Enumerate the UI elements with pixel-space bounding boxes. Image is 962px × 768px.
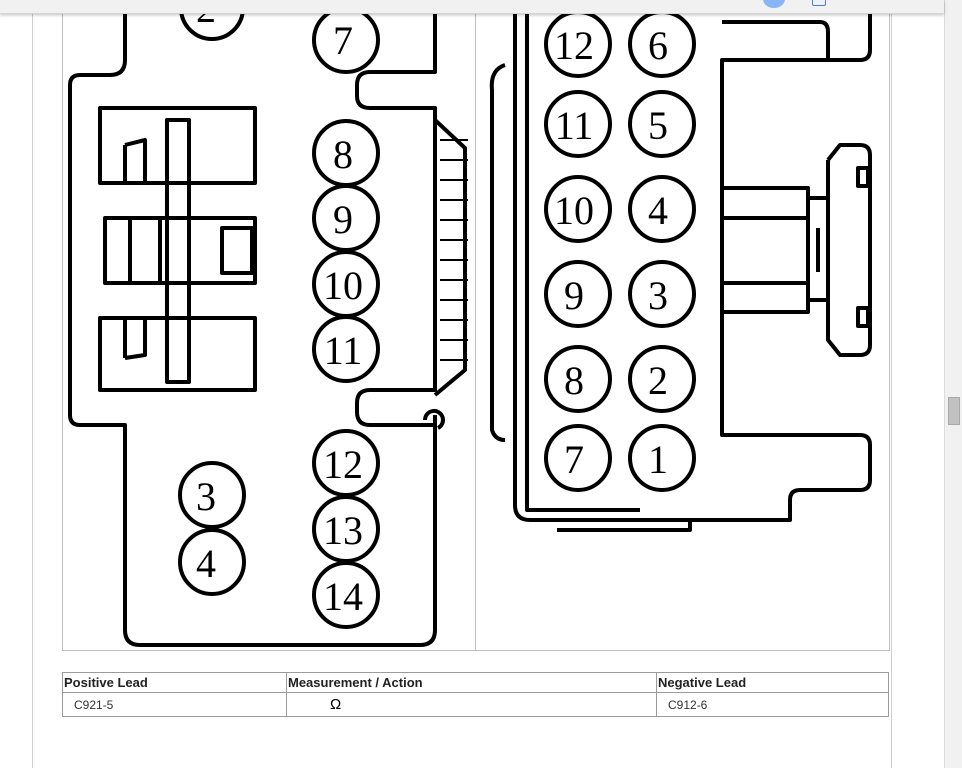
right-pin-5 <box>628 90 696 158</box>
right-pin-9-label: 9 <box>564 273 584 318</box>
right-pin-12-label: 12 <box>554 23 594 68</box>
vertical-scrollbar[interactable] <box>944 0 962 768</box>
cell-positive-lead: C921-5 <box>62 692 287 717</box>
header-positive-lead: Positive Lead <box>62 672 287 693</box>
right-pin-4-label: 4 <box>648 188 668 233</box>
extension-icon[interactable] <box>812 0 826 6</box>
right-pin-4 <box>628 175 696 243</box>
left-pin-7-label: 7 <box>333 18 353 63</box>
left-pin-10-label: 10 <box>323 263 363 308</box>
cell-negative-lead: C912-6 <box>656 692 889 717</box>
scrollbar-thumb[interactable] <box>948 397 960 425</box>
right-pin-8-label: 8 <box>564 358 584 403</box>
right-pin-5-label: 5 <box>648 103 668 148</box>
right-pin-9 <box>544 260 612 328</box>
right-pin-1 <box>628 424 696 492</box>
left-pin-14 <box>312 561 380 629</box>
figure-divider <box>475 13 476 650</box>
right-pin-8 <box>544 345 612 413</box>
right-pin-2-label: 2 <box>648 358 668 403</box>
left-pin-3-label: 3 <box>196 474 216 519</box>
right-pin-11-label: 11 <box>555 103 594 148</box>
table-row: C921-5 Ω C912-6 <box>62 692 889 717</box>
right-connector-outline <box>489 13 872 532</box>
left-pin-12-label: 12 <box>323 442 363 487</box>
right-pin-10 <box>544 175 612 243</box>
left-pin-14-label: 14 <box>323 574 363 619</box>
left-pin-8-label: 8 <box>333 132 353 177</box>
connector-figure-frame <box>62 13 890 651</box>
right-pin-1-label: 1 <box>648 437 668 482</box>
left-pin-13-label: 13 <box>323 508 363 553</box>
right-pin-7-label: 7 <box>564 437 584 482</box>
left-pin-4-label: 4 <box>196 541 216 586</box>
left-pin-11-label: 11 <box>324 328 363 373</box>
right-pin-2 <box>628 345 696 413</box>
header-measurement-action: Measurement / Action <box>286 672 657 693</box>
left-pin-9-label: 9 <box>333 197 353 242</box>
right-pin-3-label: 3 <box>648 273 668 318</box>
right-pin-3 <box>628 260 696 328</box>
right-pin-6-label: 6 <box>648 23 668 68</box>
connector-diagram: 2 7 8 9 10 11 3 4 12 13 14 12 6 11 5 10 … <box>68 0 872 647</box>
table-header-row: Positive Lead Measurement / Action Negat… <box>62 672 889 693</box>
right-pin-11 <box>544 90 612 158</box>
profile-avatar[interactable] <box>763 0 785 8</box>
left-connector-hook <box>422 408 445 430</box>
left-pin-4 <box>178 528 246 596</box>
left-connector-ribs <box>440 139 468 361</box>
left-pin-11 <box>312 315 380 383</box>
right-pin-7 <box>544 424 612 492</box>
left-connector-outline <box>68 13 467 647</box>
measurement-table: Positive Lead Measurement / Action Negat… <box>62 672 889 717</box>
header-negative-lead: Negative Lead <box>656 672 889 693</box>
left-pin-3 <box>178 461 246 529</box>
cell-measurement: Ω <box>286 692 657 717</box>
page-left-border <box>32 13 33 768</box>
right-pin-10-label: 10 <box>554 188 594 233</box>
browser-toolbar <box>0 0 944 14</box>
page-right-border <box>891 13 892 768</box>
